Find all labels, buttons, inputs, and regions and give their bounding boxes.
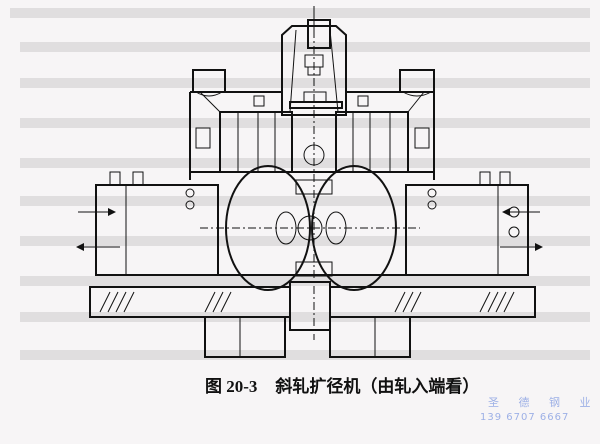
watermark-phone: 139 6707 6667 [480,412,570,423]
side-housings [76,171,543,276]
figure-caption: 图 20-3 斜轧扩径机（由轧入端看） [205,372,479,397]
rolls [200,165,420,291]
bottom-rails [89,281,536,358]
left-roll [225,165,311,291]
top-tower [281,6,347,340]
watermark-company: 圣 德 钢 业 [488,396,599,409]
figure-title: 斜轧扩径机（由轧入端看） [275,377,480,397]
figure-number: 图 20-3 [205,377,258,396]
